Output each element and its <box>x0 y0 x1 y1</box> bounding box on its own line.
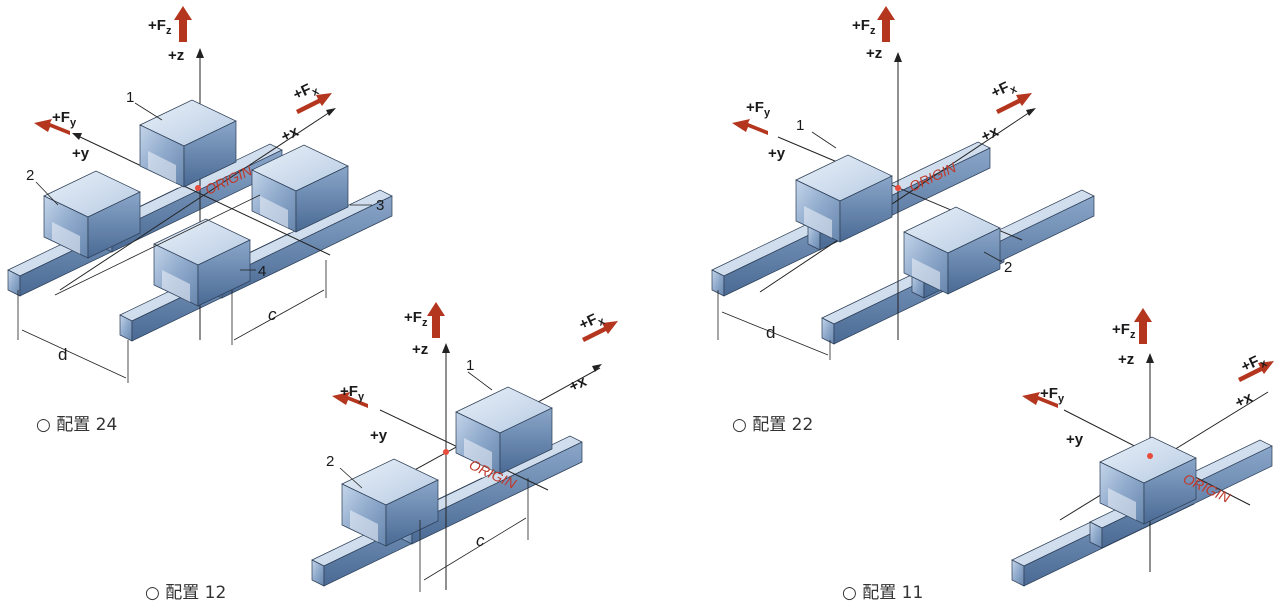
caption-config-12: ○ 配置 12 <box>145 583 226 603</box>
y-label: +y <box>768 145 786 162</box>
x-label: +x <box>567 373 590 396</box>
part-1-label: 1 <box>796 117 804 134</box>
fz-arrow-icon <box>877 6 895 42</box>
config-12-diagram: +Fz +z +Fy +y +Fx +x ORIGIN 1 2 c ○ 配置 1… <box>145 302 618 603</box>
fy-arrow-icon <box>732 119 768 135</box>
origin-dot <box>195 185 201 191</box>
fx-label: +Fx <box>989 76 1020 105</box>
z-label: +z <box>1118 351 1134 368</box>
fx-label: +Fx <box>1239 350 1270 379</box>
y-label: +y <box>1066 431 1084 448</box>
config-22-diagram: +Fz +z +Fy +y +Fx +x ORIGIN 1 2 d ○ 配置 2… <box>711 6 1095 435</box>
z-label: +z <box>866 45 882 62</box>
caption-config-22: ○ 配置 22 <box>732 415 813 435</box>
part-1-label: 1 <box>126 89 134 106</box>
config-24-diagram: +Fz +z +Fy +y +Fx +x ORIGIN 1 2 3 4 d c … <box>7 6 393 435</box>
dimension-d-label: d <box>58 345 67 364</box>
caption-config-11: ○ 配置 11 <box>842 583 923 603</box>
fy-label: +Fy <box>746 99 771 119</box>
fy-label: +Fy <box>1040 385 1065 405</box>
dimension-d-label: d <box>766 323 775 342</box>
fy-label: +Fy <box>52 109 77 129</box>
part-2-label: 2 <box>1004 259 1012 276</box>
x-label: +x <box>1233 389 1256 412</box>
fz-label: +Fz <box>148 17 172 37</box>
fz-label: +Fz <box>1112 321 1136 341</box>
fz-arrow-icon <box>174 6 192 42</box>
fx-label: +Fx <box>577 308 608 337</box>
fz-label: +Fz <box>852 17 876 37</box>
fz-label: +Fz <box>404 309 428 329</box>
dimension-c-label: c <box>476 531 485 550</box>
x-label: +x <box>979 123 1002 146</box>
part-2-label: 2 <box>326 453 334 470</box>
fz-arrow-icon <box>427 302 445 338</box>
z-label: +z <box>412 341 428 358</box>
part-2-label: 2 <box>26 167 34 184</box>
x-label: +x <box>279 123 302 146</box>
fx-label: +Fx <box>291 78 322 107</box>
part-4-label: 4 <box>258 263 266 280</box>
x-axis-line <box>59 111 331 291</box>
fy-label: +Fy <box>340 383 365 403</box>
config-11-diagram: +Fz +z +Fy +y +Fx +x ORIGIN ○ 配置 11 <box>842 308 1274 603</box>
y-label: +y <box>72 145 90 162</box>
part-1-label: 1 <box>466 357 474 374</box>
z-label: +z <box>168 47 184 64</box>
caption-config-24: ○ 配置 24 <box>36 415 117 435</box>
y-label: +y <box>370 427 388 444</box>
fz-arrow-icon <box>1134 308 1152 344</box>
dimension-c-label: c <box>268 305 277 324</box>
part-3-label: 3 <box>376 197 384 214</box>
